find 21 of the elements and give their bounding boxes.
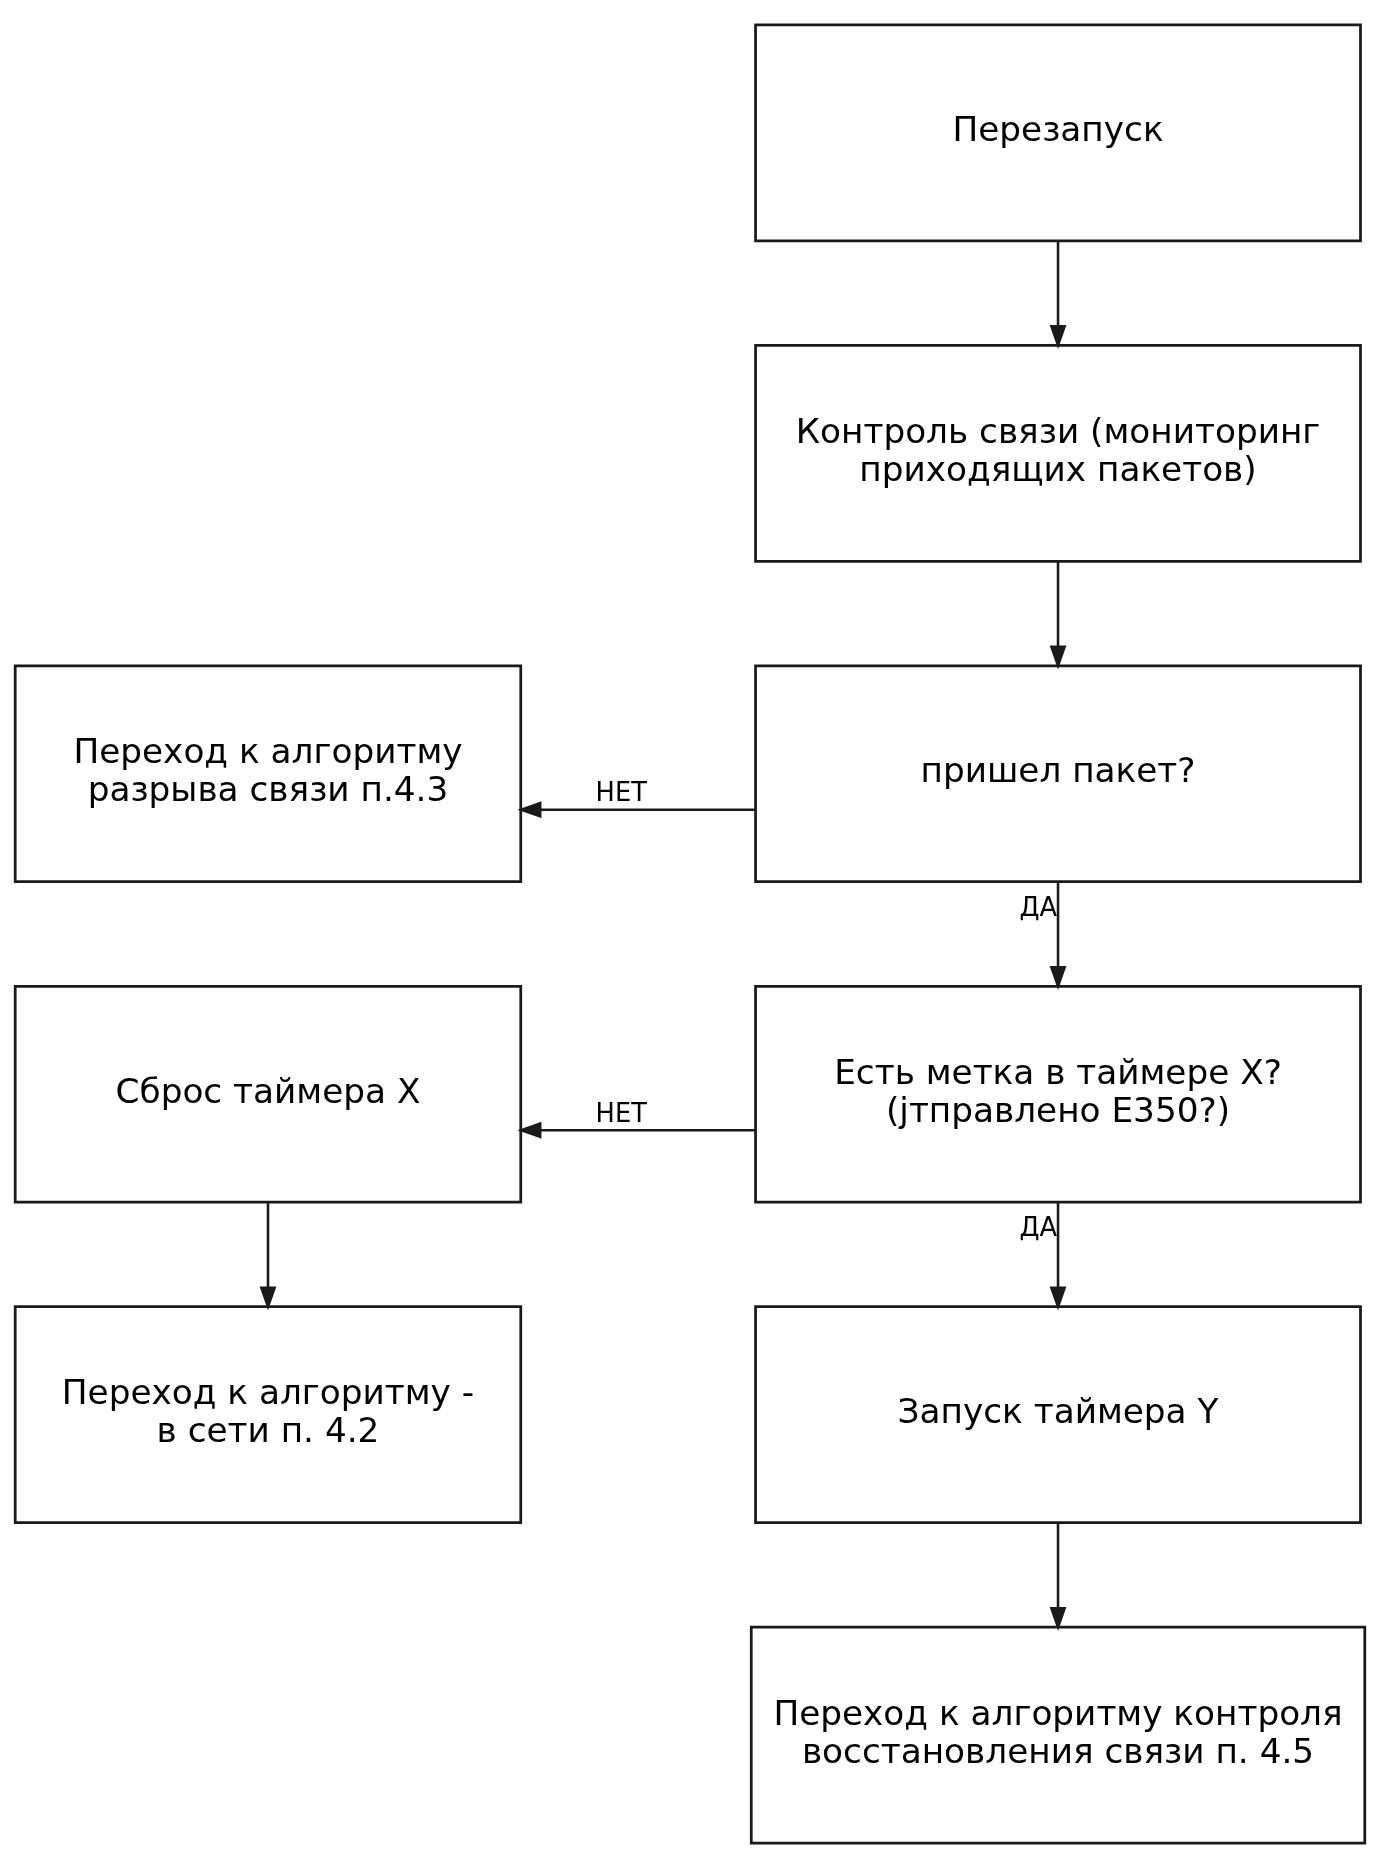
node-box: Переход к алгоритму разрыва связи п.4.3 [13, 664, 523, 884]
arrow [1049, 1522, 1067, 1631]
node-box: пришел пакет? [754, 664, 1362, 884]
edge-label: НЕТ [595, 777, 647, 808]
arrow [517, 1121, 756, 1139]
node-box: Переход к алгоритму - в сети п. 4.2 [13, 1305, 523, 1525]
arrow [1049, 881, 1067, 990]
edge-label: ДА [1019, 1212, 1058, 1243]
node-box: Сброс таймера X [13, 984, 523, 1204]
edge-label: НЕТ [595, 1097, 647, 1128]
node-box: Перезапуск [754, 23, 1362, 243]
node-box: Запуск таймера Y [754, 1305, 1362, 1525]
arrow [1049, 1202, 1067, 1311]
node-box: Есть метка в таймере X? (jтправлено E350?) [754, 984, 1362, 1204]
arrow [517, 801, 756, 819]
edge-label: ДА [1019, 891, 1058, 922]
node-box: Переход к алгоритму контроля восстановления связи п. 4.5 [749, 1625, 1367, 1845]
arrow [1049, 240, 1067, 350]
arrow [259, 1202, 277, 1311]
arrow [1049, 561, 1067, 670]
node-box: Контроль связи (мониторинг приходящих пакетов) [754, 343, 1362, 563]
